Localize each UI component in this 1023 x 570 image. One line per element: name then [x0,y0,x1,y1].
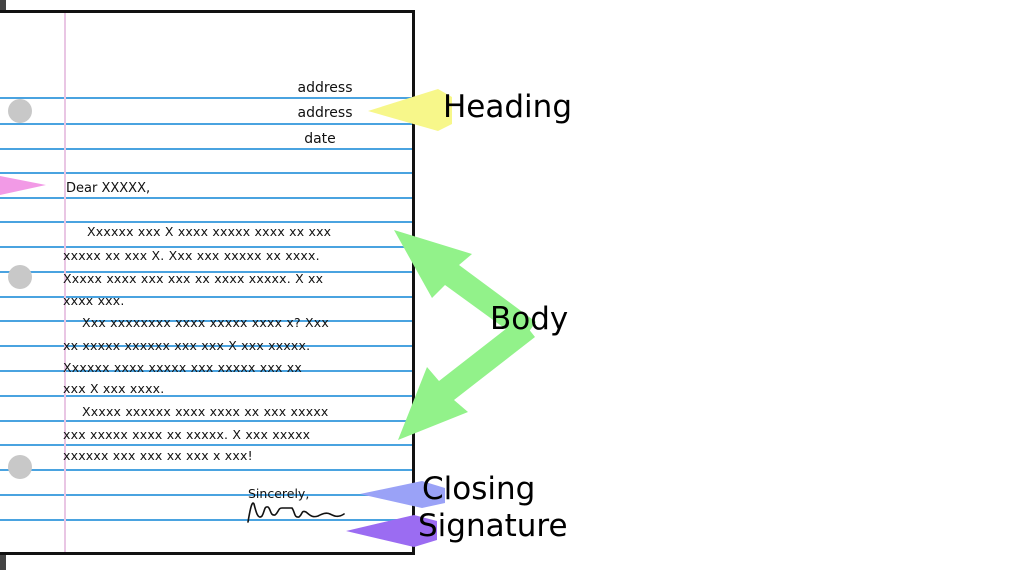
handwritten-signature-icon [247,502,345,523]
margin-line [64,13,66,552]
ruled-line [0,444,412,446]
ruled-line [0,123,412,125]
ruled-line [0,246,412,248]
ruled-line [0,172,412,174]
binder-hole [8,99,32,123]
ruled-line [0,519,412,521]
greeting: Dear XXXXX, [66,181,151,196]
ruled-line [0,370,412,372]
ruled-line [0,494,412,496]
closing-text: Sincerely, [248,486,310,501]
body-line: xxx xxxxx xxxx xx xxxxx. X xxx xxxxx [63,427,311,442]
heading-line-date: date [304,131,336,147]
heading-arrow [368,89,452,131]
binder-hole [8,455,32,479]
lined-paper: address address date Dear XXXXX, Xxxxxx … [0,10,415,555]
label-body: Body [490,301,569,337]
body-line: xxxxxx xxx xxx xx xxx x xxx! [63,448,253,463]
ruled-line [0,271,412,273]
ruled-line [0,221,412,223]
body-arrow-upper [394,230,536,341]
ruled-line [0,97,412,99]
body-line: xxx X xxx xxxx. [63,381,165,396]
ruled-line [0,296,412,298]
greeting-arrow [0,176,46,195]
signature-arrow [346,515,437,547]
ruled-line [0,320,412,322]
ruled-line [0,420,412,422]
closing-arrow [360,481,445,508]
ruled-line [0,197,412,199]
label-closing: Closing [422,471,536,507]
body-line: Xxxxxx xxx X xxxx xxxxx xxxx xx xxx [87,224,332,239]
heading-line-address-2: address [297,105,353,121]
heading-line-address-1: address [297,80,353,96]
ruled-line [0,345,412,347]
ruled-line [0,469,412,471]
body-line: Xxxxx xxxxxx xxxx xxxx xx xxx xxxxx [82,404,329,419]
label-heading: Heading [443,89,572,125]
body-line: Xxx xxxxxxxx xxxx xxxxx xxxx x? Xxx [82,315,329,330]
ruled-line [0,148,412,150]
body-arrow-lower [398,318,535,440]
body-line: xx xxxxx xxxxxx xxx xxx X xxx xxxxx. [63,338,311,353]
body-line: xxxx xxx. [63,293,125,308]
label-signature: Signature [418,508,568,544]
ruled-line [0,395,412,397]
body-line: Xxxxx xxxx xxx xxx xx xxxx xxxxx. X xx [63,271,324,286]
body-line: xxxxx xx xxx X. Xxx xxx xxxxx xx xxxx. [63,248,320,263]
binder-hole [8,265,32,289]
body-line: Xxxxxx xxxx xxxxx xxx xxxxx xxx xx [63,360,302,375]
